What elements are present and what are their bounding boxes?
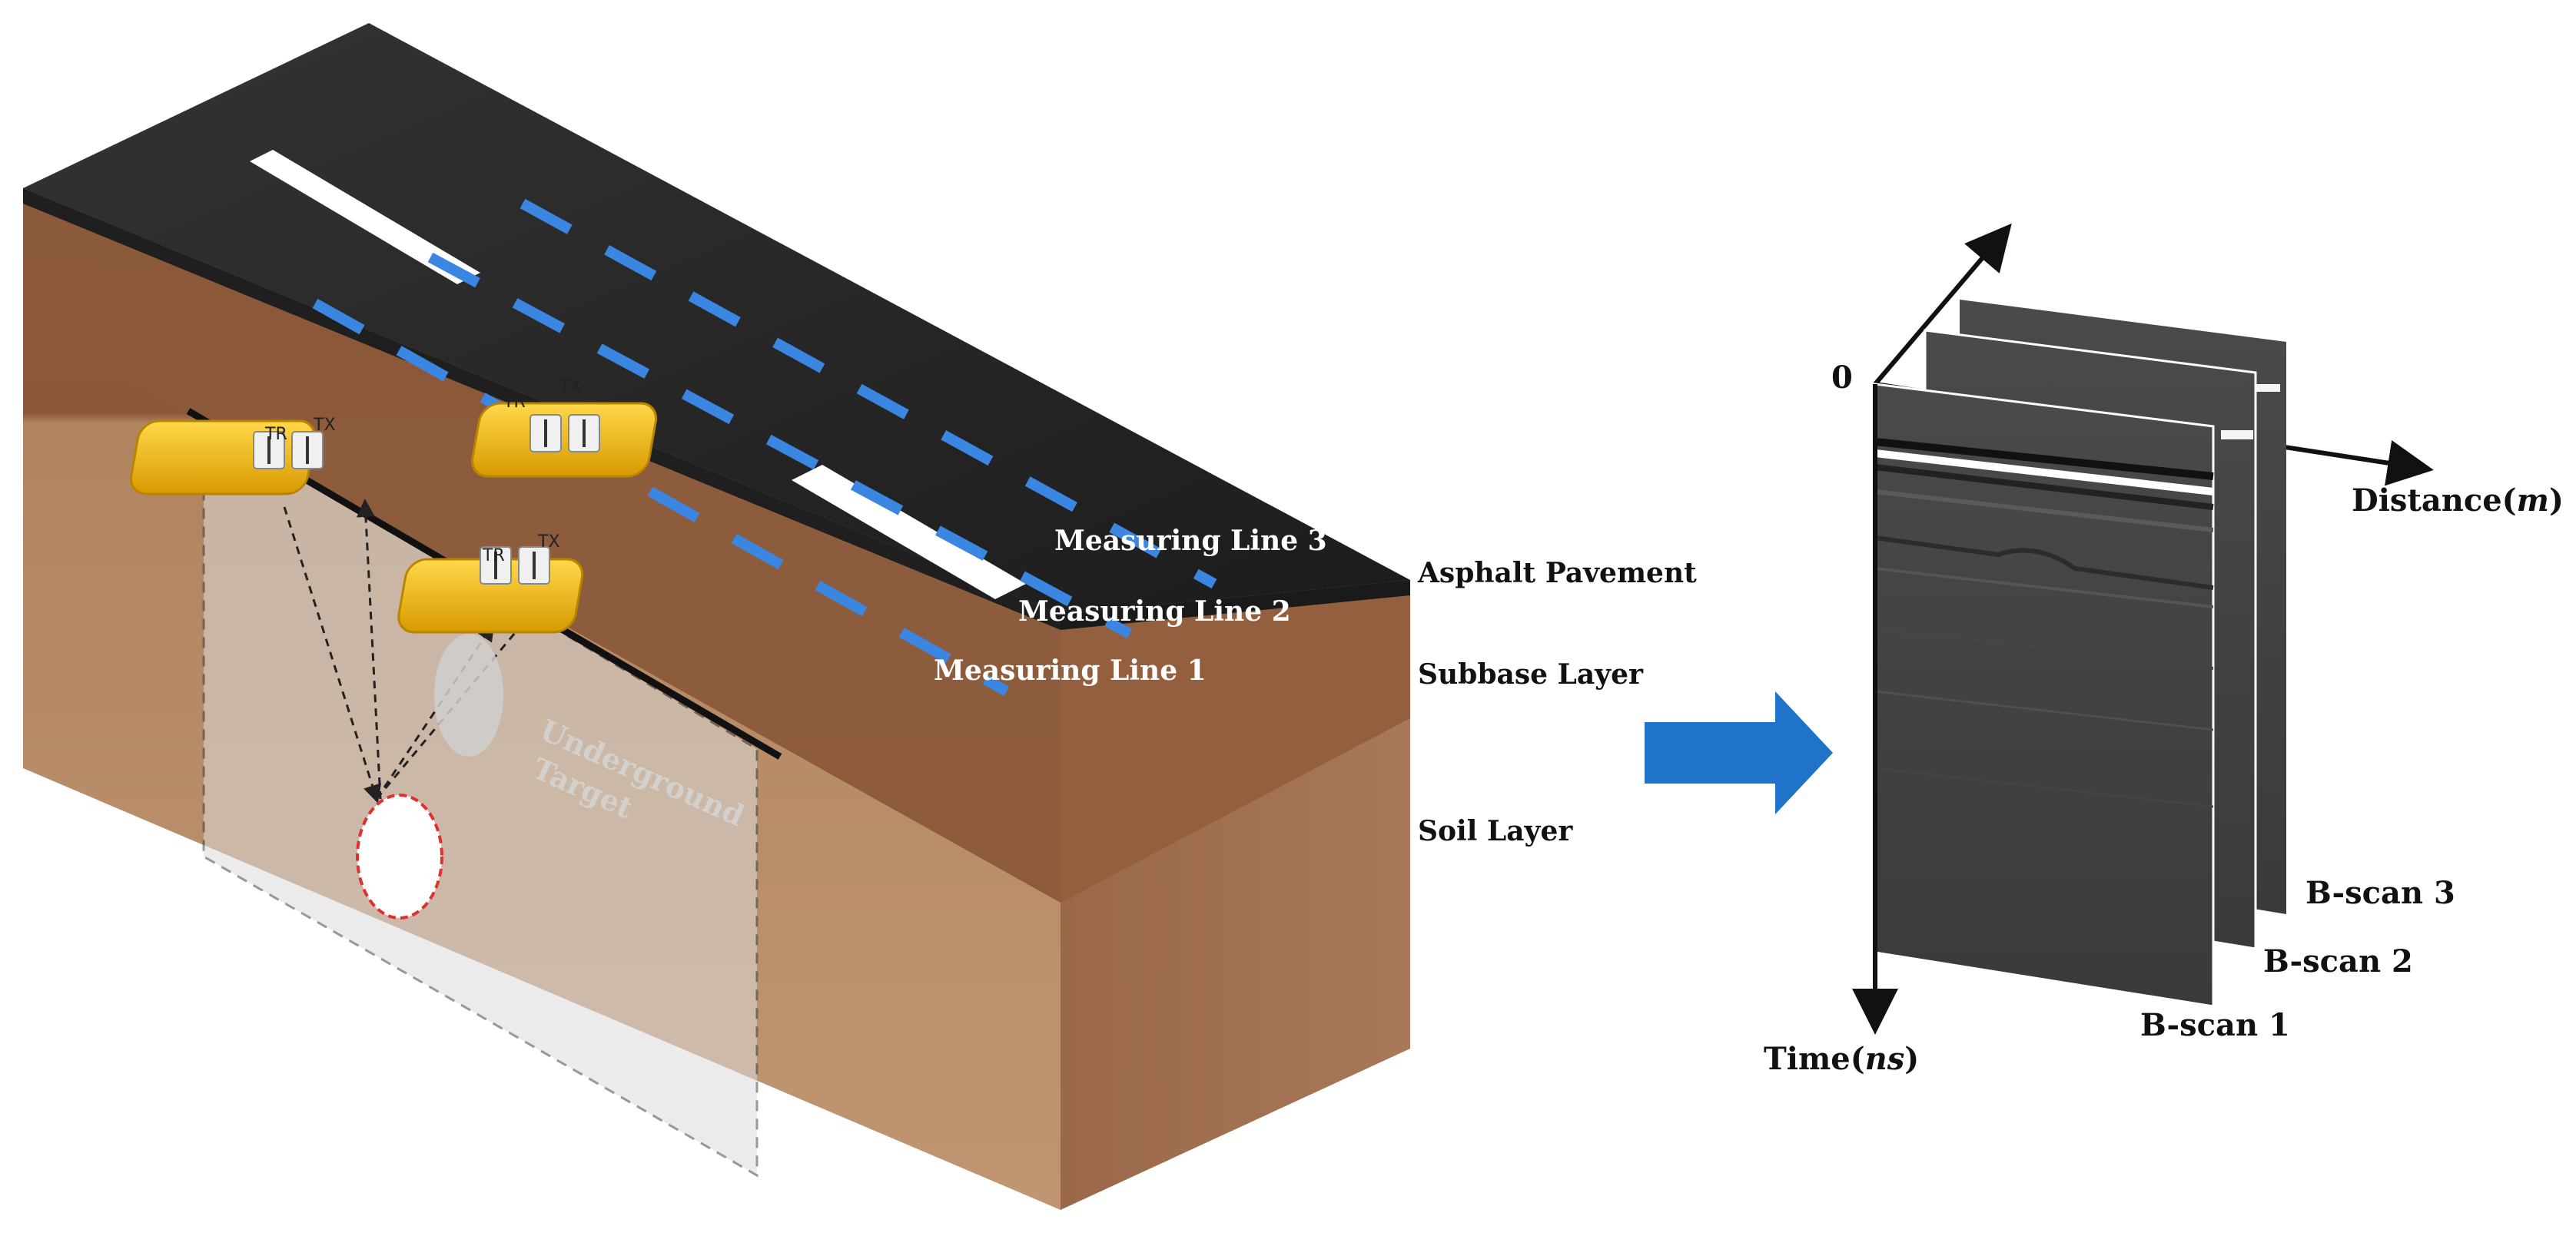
subbase-label: Subbase Layer [1418, 658, 1644, 691]
distance-axis-close: ) [2549, 482, 2564, 519]
subbase-band-end [1061, 580, 1410, 903]
antenna-3-rx-label: TR [482, 546, 505, 565]
depth-axis [1873, 223, 2012, 386]
measuring-line-3-label: Measuring Line 3 [1054, 525, 1327, 557]
bscan-1-label: B-scan 1 [2140, 1007, 2290, 1043]
dash-line-low [312, 298, 1010, 697]
gpr-antenna-3: TR TX [397, 532, 584, 634]
antenna-1-tx-label: TX [313, 416, 336, 435]
origin-label: 0 [1831, 360, 1853, 396]
gpr-antenna-2: TR TX [471, 377, 658, 478]
underground-target [356, 794, 443, 920]
dash-line-mid [427, 252, 1133, 639]
measuring-line-2-label: Measuring Line 2 [1018, 595, 1291, 628]
soil-label: Soil Layer [1418, 815, 1573, 847]
asphalt-rim-end [1061, 580, 1410, 630]
white-stripe-2 [792, 465, 1026, 599]
bscan-1-panel [1874, 383, 2215, 1008]
bscan-1-reflections [1874, 438, 2214, 808]
bscan-stack: 0 Distance(m) Time(ns) B-scan 3 B-scan 2… [1764, 223, 2564, 1077]
distance-axis-label: Distance(m) [2352, 482, 2564, 519]
antenna-3-tx-label: TX [537, 532, 560, 552]
time-axis-label: Time(ns) [1764, 1041, 1919, 1077]
lane-markings [250, 150, 1217, 697]
gpr-antenna-1: TR TX [129, 416, 336, 495]
time-axis-close: ) [1904, 1041, 1919, 1077]
time-axis-unit: ns [1865, 1041, 1905, 1077]
measuring-line-1-label: Measuring Line 1 [934, 655, 1207, 687]
antenna-1-rx-label: TR [264, 425, 287, 444]
bscan-3-label: B-scan 3 [2305, 875, 2455, 911]
antenna-2-tx-label: TX [559, 377, 582, 396]
asphalt-top [23, 23, 1410, 615]
distance-axis-unit: m [2517, 482, 2549, 519]
time-axis-text: Time( [1764, 1041, 1865, 1077]
antenna-2-rx-label: TR [503, 393, 526, 412]
distance-axis-text: Distance( [2352, 482, 2517, 519]
target-shadow [434, 634, 503, 757]
subbase-band-front [23, 188, 1061, 903]
bscan-2-label: B-scan 2 [2263, 943, 2413, 979]
asphalt-label: Asphalt Pavement [1417, 557, 1697, 589]
transform-arrow-icon [1645, 691, 1833, 814]
white-stripe-1 [250, 150, 480, 284]
dash-line-top [520, 198, 1217, 589]
